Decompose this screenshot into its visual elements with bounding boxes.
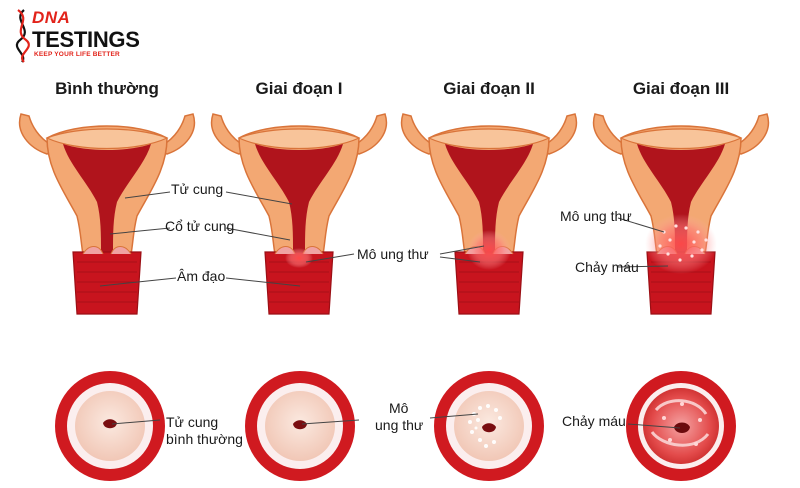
stage-title-stage-2: Giai đoạn II [443,79,535,98]
stage-title-normal: Bình thường [55,79,159,98]
label-normal-uterus-line1: Tử cung [166,414,219,430]
uterus-stage-2 [400,113,578,315]
tumor-dots-stage-3 [658,224,708,262]
label-tumor-circle-line1: Mô [389,400,409,416]
logo-dna-text: DNA [32,8,71,27]
logo-testings-text: TESTINGS [32,27,140,52]
label-vagina: Âm đạo [177,268,226,284]
label-uterus: Tử cung [171,181,224,197]
logo-tagline: KEEP YOUR LIFE BETTER [34,51,120,58]
label-bleeding-stage-3: Chảy máu [575,259,639,275]
cross-section-stage-1 [245,371,355,481]
label-bleeding-circle: Chảy máu [562,413,626,429]
label-tumor-stage-2: Mô ung thư [357,246,429,262]
uterus-stage-1 [210,113,388,315]
uterus-normal [18,113,196,315]
tumor-glow-stage-1 [285,248,313,268]
dna-helix-icon [15,9,30,63]
cross-section-normal [55,371,165,481]
tumor-glow-stage-3 [645,214,717,274]
label-cervix: Cổ tử cung [165,218,235,234]
cross-section-stage-3 [626,371,736,481]
tumor-glow-stage-2 [467,230,511,270]
label-tumor-stage-3: Mô ung thư [560,208,632,224]
label-normal-uterus-line2: bình thường [166,431,243,447]
cross-section-stage-2 [434,371,544,481]
logo: DNA TESTINGS KEEP YOUR LIFE BETTER [10,6,170,63]
stage-title-stage-3: Giai đoạn III [632,79,730,98]
label-tumor-circle-line2: ung thư [375,417,424,433]
stage-title-stage-1: Giai đoạn I [255,79,343,98]
